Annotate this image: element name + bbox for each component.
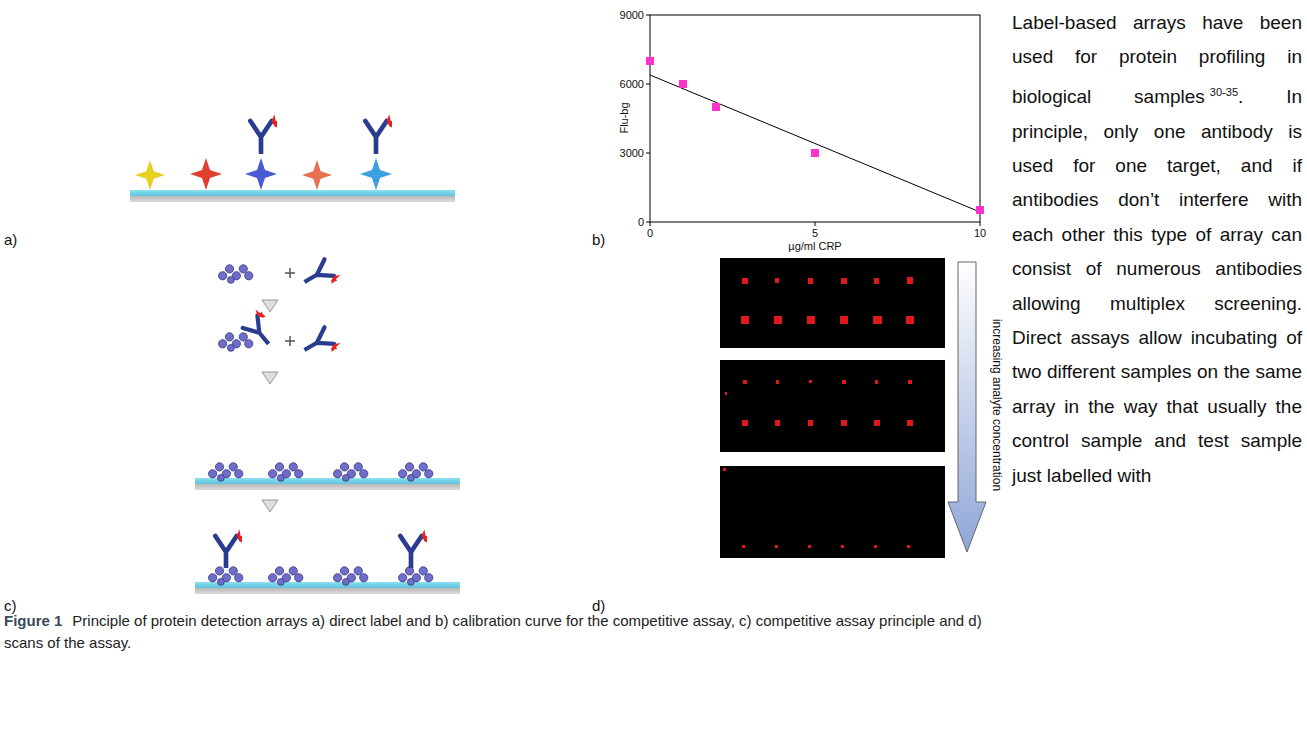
axis-tick: 10 [974, 227, 986, 239]
citation-number: 30-35 [1210, 86, 1238, 98]
calibration-chart [646, 15, 984, 226]
panel-letter: b) [592, 232, 605, 249]
assay-scans [720, 258, 986, 558]
arrow-label: increasing analyte concentration [989, 319, 1002, 491]
axis-tick: 9000 [620, 9, 644, 21]
competitive-assay-illustration [195, 256, 460, 594]
figure-number: Figure 1 [4, 612, 62, 629]
figure-caption-block: Figure 1Principle of protein detection a… [4, 610, 994, 654]
axis-tick: 3000 [620, 147, 644, 159]
axis-tick: 5 [812, 227, 818, 239]
body-text: . In principle, only one antibody is use… [1012, 86, 1302, 485]
axis-tick: 6000 [620, 78, 644, 90]
figure-caption: Principle of protein detection arrays a)… [4, 612, 982, 651]
axis-title: µg/ml CRP [788, 240, 841, 252]
panel-letter: a) [4, 232, 17, 249]
axis-tick: 0 [638, 216, 644, 228]
direct-label-illustration [130, 114, 455, 202]
body-paragraph: Label-based arrays have been used for pr… [1012, 6, 1302, 493]
panel-letter: d) [592, 598, 605, 615]
axis-title: Flu-bg [618, 102, 630, 133]
axis-tick: 0 [647, 227, 653, 239]
panel-letter: c) [4, 598, 17, 615]
